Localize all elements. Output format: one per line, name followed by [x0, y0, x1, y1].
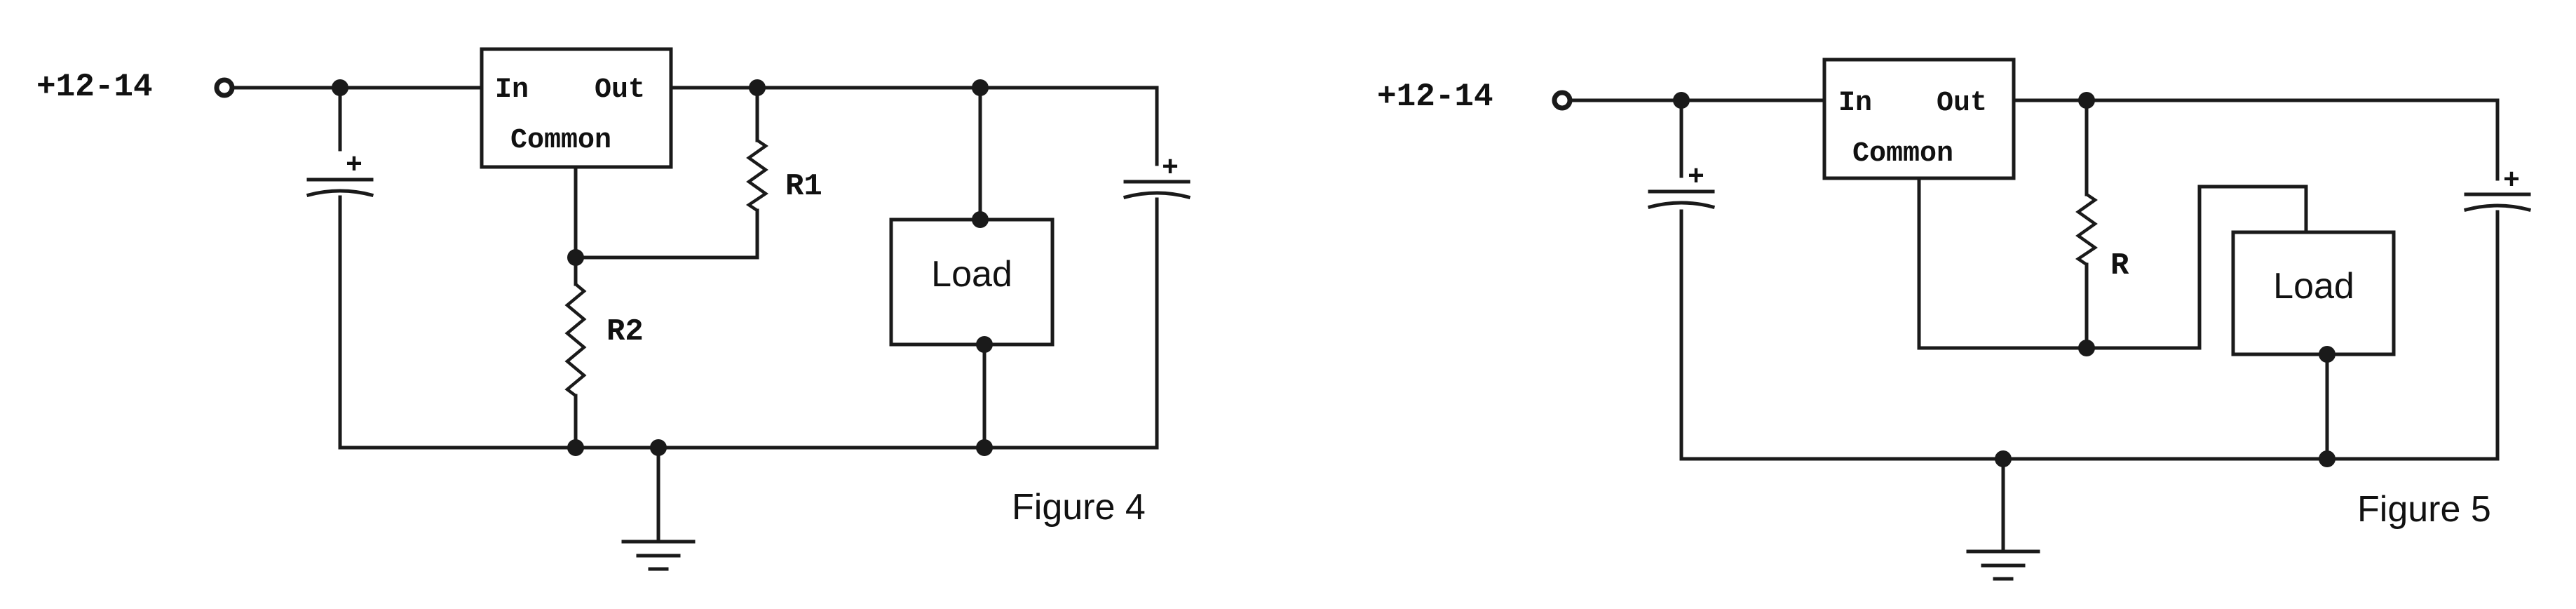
fig5-cap-out-polarity: + — [2503, 166, 2520, 197]
fig4-input-label: +12-14 — [36, 69, 153, 105]
fig4-input-terminal — [214, 77, 235, 98]
fig4-regulator: In Out Common — [480, 47, 673, 169]
fig4-junctions — [332, 79, 993, 456]
fig4-reg-common-label: Common — [510, 125, 611, 156]
fig5-resistor-r: R — [2075, 193, 2129, 283]
fig4-load-label: Load — [931, 254, 1012, 295]
fig4-resistor-r2: R2 — [564, 283, 644, 397]
fig4-reg-out-label: Out — [595, 74, 645, 106]
fig5-reg-out-label: Out — [1937, 88, 1987, 119]
fig5-caption: Figure 5 — [2357, 489, 2491, 530]
fig5-reg-in-label: In — [1838, 88, 1872, 119]
fig4-resistor-r1: R1 — [745, 139, 822, 212]
fig5-ground-symbol — [1966, 549, 2040, 581]
fig5-input-capacitor: + — [1647, 162, 1716, 210]
fig5-wires — [1567, 98, 2500, 554]
figure-4: +12-14 + + In Out Common R1 R2 Load — [36, 47, 1191, 571]
fig4-r2-label: R2 — [606, 314, 644, 349]
fig4-output-capacitor: + — [1123, 153, 1191, 200]
fig4-cap-in-polarity: + — [346, 150, 362, 182]
fig4-load: Load — [889, 218, 1055, 347]
fig5-output-capacitor: + — [2463, 166, 2532, 213]
fig5-input-label: +12-14 — [1377, 79, 1493, 115]
fig5-input-terminal — [1552, 90, 1573, 111]
fig5-load: Load — [2231, 230, 2396, 356]
fig4-cap-out-polarity: + — [1162, 153, 1179, 185]
fig4-input-capacitor: + — [306, 150, 374, 198]
fig5-load-label: Load — [2273, 266, 2354, 307]
fig5-cap-in-polarity: + — [1688, 162, 1704, 194]
fig4-caption: Figure 4 — [1012, 487, 1146, 528]
fig5-reg-common-label: Common — [1852, 138, 1953, 170]
fig5-junctions — [1673, 92, 2336, 467]
fig5-regulator: In Out Common — [1822, 58, 2016, 180]
figure-5: +12-14 + + In Out Common R Load — [1377, 58, 2532, 581]
fig4-r1-label: R1 — [785, 169, 822, 204]
fig4-reg-in-label: In — [495, 74, 529, 106]
fig4-ground-symbol — [621, 540, 696, 571]
fig5-r-label: R — [2110, 248, 2129, 283]
